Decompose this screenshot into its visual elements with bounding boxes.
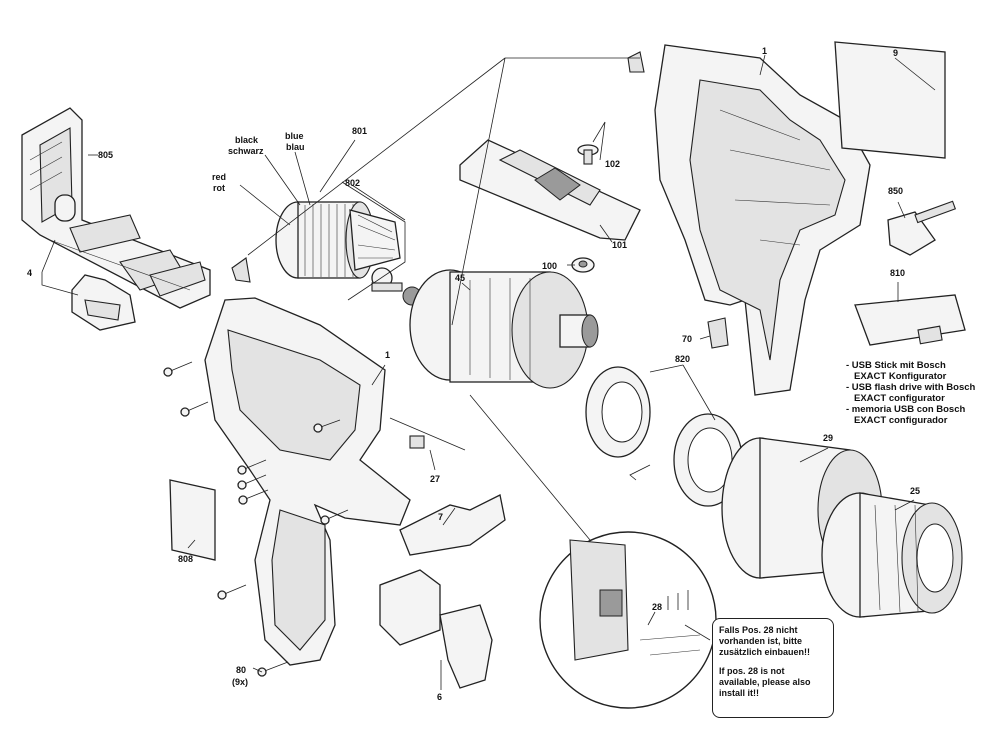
label-80: 80 [236,665,246,675]
switch-6 [379,569,493,689]
bracket-4 [71,274,136,331]
leader-lines [41,54,936,690]
label-1-top: 1 [762,46,767,56]
label-45: 45 [455,273,465,283]
pcb-805 [21,107,211,309]
wire-black-en: black [235,135,259,145]
wedge-part-top [627,51,645,73]
housing-left-1 [204,297,411,666]
install-note-box: Falls Pos. 28 nicht vorhanden ist, bitte… [712,618,834,718]
usb-note-en-2: EXACT configurator [854,393,945,404]
usb-note-en-1: - USB flash drive with Bosch [846,382,976,393]
screw-102 [577,144,599,165]
label-70: 70 [682,334,692,344]
label-100: 100 [542,261,557,271]
label-4: 4 [27,268,32,278]
label-810: 810 [890,268,905,278]
label-808 [169,479,216,561]
motor-801 [275,201,422,306]
install-note-en: If pos. 28 is not available, please also… [719,666,811,698]
label-101: 101 [612,240,627,250]
label-29: 29 [823,433,833,443]
install-note-de: Falls Pos. 28 nicht vorhanden ist, bitte… [719,625,811,657]
rings-820 [585,366,743,507]
label-sheet-9 [834,41,946,159]
wire-red-de: rot [213,183,225,193]
gearbox-45 [409,269,599,389]
label-25: 25 [910,486,920,496]
wire-blue-de: blau [286,142,305,152]
label-850: 850 [888,186,903,196]
label-27: 27 [430,474,440,484]
label-801: 801 [352,126,367,136]
callout-labels: 1 9 801 805 102 802 850 101 100 4 45 810… [27,46,920,702]
slider-7 [399,494,506,556]
label-802: 802 [345,178,360,188]
spring-27 [389,417,466,451]
cover-101 [459,139,641,241]
label-102: 102 [605,159,620,169]
wire-blue-en: blue [285,131,304,141]
label-6: 6 [437,692,442,702]
label-28: 28 [652,602,662,612]
wedge-part-left [231,257,251,283]
label-808: 808 [178,554,193,564]
usb-stick-notes: - USB Stick mit Bosch EXACT Konfigurator… [846,360,998,426]
detail-magnifier [539,531,717,709]
stator-802 [341,181,406,301]
clip-70 [707,317,729,349]
key-850 [887,200,957,256]
wire-red-en: red [212,172,226,182]
housing-right-1 [654,44,871,396]
label-805: 805 [98,150,113,160]
label-9: 9 [893,48,898,58]
usb-note-de-1: - USB Stick mit Bosch [846,360,946,371]
usb-stick-810 [854,294,966,346]
usb-note-de-2: EXACT Konfigurator [854,371,947,382]
label-80-qty: (9x) [232,677,248,687]
usb-note-es-1: - memoria USB con Bosch [846,404,966,415]
screws-80 [163,361,349,677]
chuck-ring-25 [821,492,963,618]
wire-black-de: schwarz [228,146,264,156]
label-1-left: 1 [385,350,390,360]
label-820: 820 [675,354,690,364]
usb-note-es-2: EXACT configurador [854,415,948,426]
label-7: 7 [438,512,443,522]
nut-100 [571,257,595,273]
